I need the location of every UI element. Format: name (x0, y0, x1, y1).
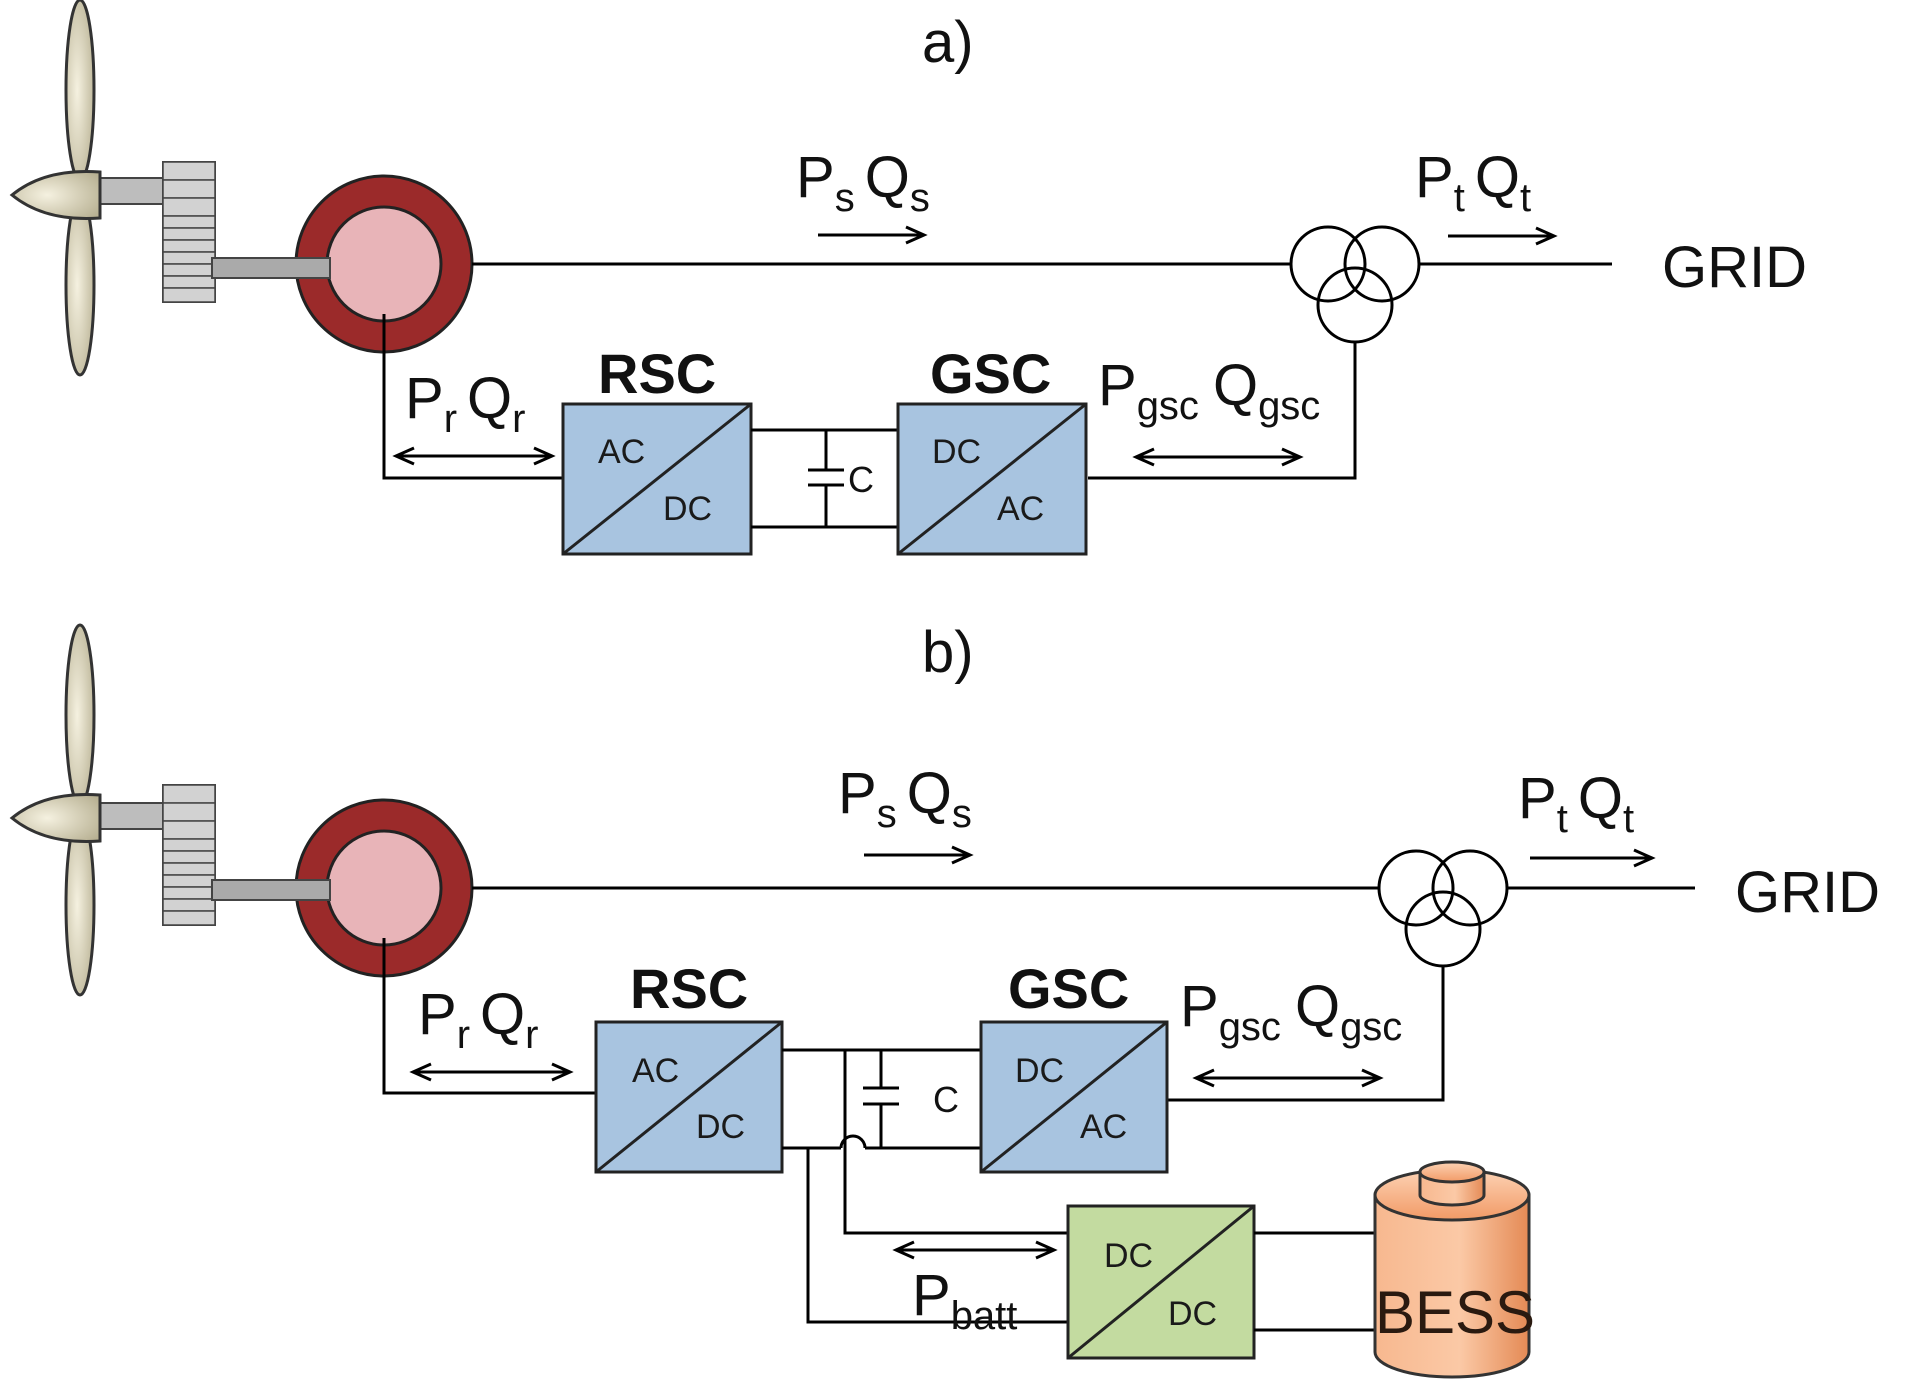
svg-text:RSC: RSC (598, 342, 716, 405)
gsc-wire-b (1168, 967, 1445, 1102)
gsc-converter-a: GSC DC AC (896, 342, 1088, 556)
gsc-converter-b: GSC DC AC (979, 957, 1169, 1174)
bess-battery-icon: BESS (1373, 1160, 1535, 1379)
svg-text:DC: DC (1104, 1237, 1153, 1275)
dc-link-b: C (782, 1048, 1068, 1324)
capacitor-label-a: C (848, 459, 874, 500)
svg-text:AC: AC (632, 1052, 679, 1090)
svg-text:DC: DC (932, 433, 981, 471)
gearbox-icon (162, 784, 216, 926)
svg-text:AC: AC (997, 490, 1044, 528)
panel-b-title: b) (922, 620, 974, 685)
rotor-wire-b (382, 938, 596, 1095)
grid-label-a: GRID (1662, 235, 1807, 300)
blade-upper (64, 0, 96, 182)
dfig-generator-b (211, 798, 474, 978)
svg-text:RSC: RSC (630, 957, 748, 1020)
grid-label-b: GRID (1735, 860, 1880, 925)
rsc-converter-a: RSC AC DC (561, 342, 753, 556)
dc-link-a: C (751, 428, 898, 529)
hub-icon (9, 170, 102, 220)
svg-text:DC: DC (1015, 1052, 1064, 1090)
svg-text:DC: DC (696, 1108, 745, 1146)
transformer-icon-b (1377, 849, 1509, 968)
wind-turbine-a (9, 0, 331, 377)
capacitor-label-b: C (933, 1079, 959, 1120)
svg-text:GSC: GSC (1008, 957, 1129, 1020)
svg-text:Pbatt: Pbatt (912, 1263, 1017, 1338)
svg-text:AC: AC (598, 433, 645, 471)
svg-text:DC: DC (1168, 1295, 1217, 1333)
gearbox-icon (162, 161, 216, 303)
wind-turbine-b (9, 623, 216, 997)
hub-icon (9, 793, 102, 843)
rsc-converter-b: RSC AC DC (594, 957, 784, 1174)
svg-text:DC: DC (663, 490, 712, 528)
transformer-icon-a (1289, 225, 1421, 344)
panel-a: a) (9, 0, 1807, 556)
blade-lower (64, 193, 96, 377)
panel-b: b) (9, 620, 1880, 1379)
bess-label: BESS (1375, 1279, 1535, 1346)
svg-text:AC: AC (1080, 1108, 1127, 1146)
svg-text:GSC: GSC (930, 342, 1051, 405)
gsc-wire-a (1088, 342, 1357, 480)
panel-a-title: a) (922, 10, 974, 75)
low-speed-shaft (94, 177, 168, 205)
battery-power-label-b: Pbatt (892, 1240, 1058, 1338)
dfig-generator-a (211, 174, 474, 354)
dcdc-converter-b: DC DC (1066, 1204, 1256, 1360)
rotor-wire-a (382, 314, 563, 480)
